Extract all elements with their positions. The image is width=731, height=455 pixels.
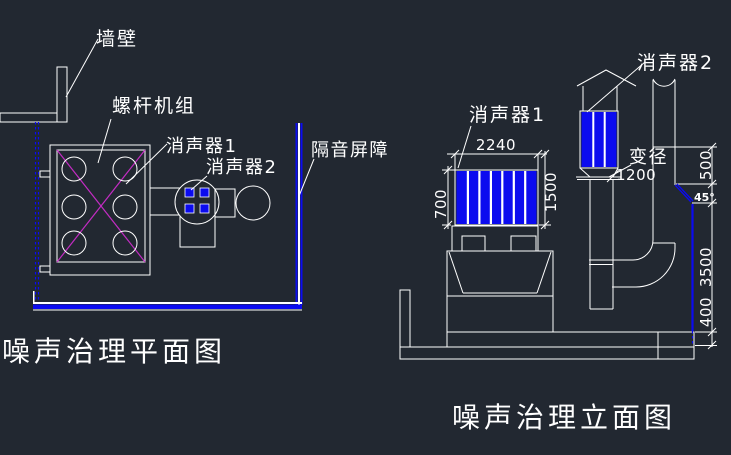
muffler2-baffles: [592, 112, 606, 167]
funnel-slope-right: [536, 251, 552, 294]
dim-700-group: 700: [432, 165, 456, 230]
elbow-inner-arc: [632, 239, 654, 261]
dim-400: 400: [697, 297, 715, 327]
plan-title: 噪声治理平面图: [2, 335, 226, 368]
dim-tick: [606, 170, 619, 183]
dimensions-right: 500 3500 400 45°: [653, 142, 717, 350]
dim-3500: 3500: [697, 247, 715, 287]
funnel-slope-left: [448, 251, 464, 294]
elev-muffler1: [446, 149, 554, 333]
plan-view: 墙壁 螺杆机组 消声器1 消声器2 隔音屏障 噪声治理平面图: [0, 28, 389, 368]
plan-muffler1: [149, 179, 220, 248]
elevation-title: 噪声治理立面图: [452, 401, 676, 434]
dim-1500-group: 1500: [539, 149, 560, 230]
plan-pipe-hidden-line: [34, 122, 40, 303]
reducer-left: [579, 167, 591, 178]
anchor-tab-top: [39, 170, 51, 178]
sound-barrier-label: 隔音屏障: [311, 140, 389, 161]
rain-cap: [576, 69, 637, 87]
plan-muffler2: [214, 185, 271, 221]
elev-muffler2-label: 消声器2: [637, 52, 714, 74]
stack-break-arc: [652, 78, 676, 87]
screw-unit-label: 螺杆机组: [112, 95, 196, 117]
reducer-label: 变径: [629, 147, 668, 168]
elev-leader-lines: [457, 61, 646, 183]
dim-1500: 1500: [542, 172, 560, 212]
anchor-tab-bottom: [39, 265, 51, 273]
elevation-view: 700 1500 2240: [399, 52, 717, 434]
dim-2240: 2240: [476, 136, 516, 154]
muffler1-baffles: [466, 171, 527, 224]
sound-barrier: [33, 123, 303, 311]
plan-muffler1-label: 消声器1: [166, 136, 237, 157]
ground: [399, 289, 695, 360]
elev-muffler2: [576, 69, 637, 180]
dim-45deg: 45°: [694, 191, 715, 204]
plan-screw-unit: [39, 144, 151, 276]
dim-700: 700: [432, 189, 450, 219]
elev-muffler1-label: 消声器1: [469, 104, 546, 126]
wall-label: 墙壁: [96, 28, 138, 50]
plan-leader-lines: [65, 38, 315, 197]
plan-muffler2-label: 消声器2: [206, 157, 277, 178]
elbow-outer-arc: [635, 247, 676, 288]
dim-1200: 1200: [616, 166, 656, 184]
dim-500: 500: [697, 150, 715, 180]
exhaust-duct: [589, 78, 676, 310]
barrier-end-cap: [33, 291, 35, 303]
ground-hatch: [399, 346, 659, 360]
